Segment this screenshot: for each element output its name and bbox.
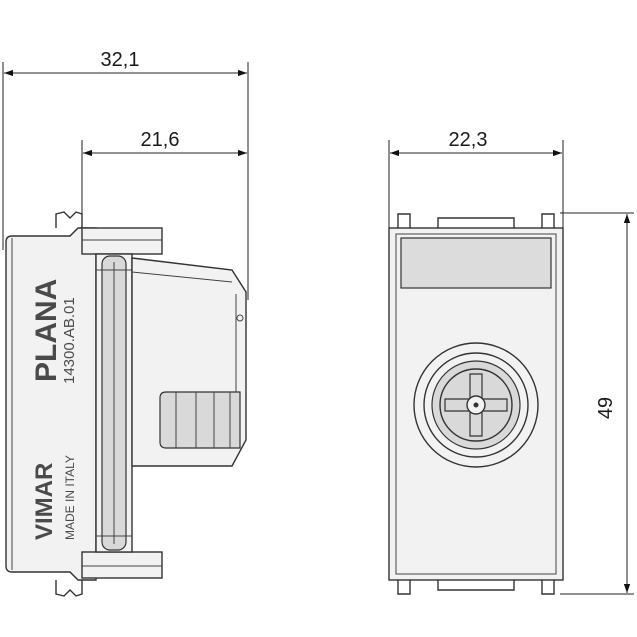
coax-connector-icon [413, 342, 539, 468]
dimension-label-overall-depth: 32,1 [101, 49, 140, 71]
top-clip [55, 211, 83, 228]
label-window [400, 237, 552, 289]
dimension-height: 49 [560, 212, 634, 595]
dimension-label-body-depth: 21,6 [141, 129, 180, 151]
lower-rail [81, 551, 163, 579]
dimension-label-width: 22,3 [449, 129, 488, 151]
upper-rail [81, 227, 163, 255]
dimension-body-depth: 21,6 [81, 129, 247, 232]
dimension-overall-depth: 32,1 [2, 49, 249, 300]
dimension-width: 22,3 [388, 129, 564, 228]
side-code-text: 14300.AB.01 [61, 297, 78, 384]
side-maker-text: VIMAR [31, 463, 58, 540]
dimension-label-height: 49 [595, 397, 617, 419]
side-brand-text: PLANA [30, 279, 63, 382]
front-view: 22,3 49 [388, 129, 634, 595]
connector-boss [159, 391, 241, 449]
side-view: 32,1 21,6 [2, 49, 249, 597]
bottom-clip [55, 580, 83, 597]
side-origin-text: MADE IN ITALY [63, 455, 77, 540]
front-plate [5, 227, 97, 581]
